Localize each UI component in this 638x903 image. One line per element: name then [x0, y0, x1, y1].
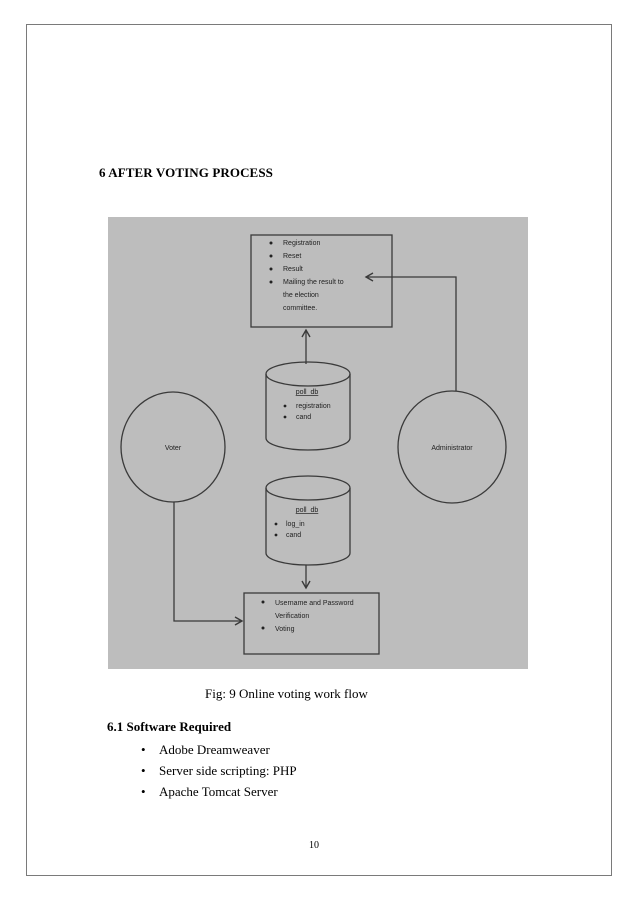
db-title: poll_db — [296, 507, 319, 514]
administrator-label: Administrator — [431, 445, 473, 452]
list-item: • Server side scripting: PHP — [141, 760, 297, 781]
top-box-line: Reset — [283, 253, 301, 260]
figure-background — [108, 217, 528, 669]
bullet-icon — [269, 280, 273, 284]
poll-db-top-cylinder — [265, 361, 351, 451]
voter-label: Voter — [165, 445, 182, 452]
bullet-icon: • — [141, 742, 146, 757]
voter-to-verification-arrow — [173, 502, 244, 626]
db-item: log_in — [286, 521, 305, 528]
subsection-title: 6.1 Software Required — [107, 719, 232, 734]
page-number: 10 — [309, 840, 319, 851]
bullet-icon — [261, 600, 265, 604]
top-box-line: Registration — [283, 240, 320, 247]
bullet-icon — [274, 522, 278, 526]
list-item: • Adobe Dreamweaver — [141, 739, 297, 760]
bullet-icon: • — [141, 763, 146, 778]
bullet-icon — [261, 626, 265, 630]
top-box-line: Result — [283, 266, 303, 273]
bullet-icon — [283, 415, 287, 419]
list-item-text: Server side scripting: PHP — [159, 763, 297, 778]
top-box-line: the election — [283, 292, 319, 299]
bullet-icon — [269, 267, 273, 271]
poll-db-bottom-cylinder — [265, 475, 351, 566]
db-item: cand — [296, 414, 311, 421]
db-item: cand — [286, 532, 301, 539]
figure-caption: Fig: 9 Online voting work flow — [205, 686, 368, 701]
db-item: registration — [296, 403, 331, 410]
bullet-icon — [283, 404, 287, 408]
bullet-icon: • — [141, 784, 146, 799]
admin-functions-box — [250, 234, 393, 328]
db-title: poll_db — [296, 389, 319, 396]
admin-to-functions-arrow — [364, 272, 457, 391]
bottom-box-line: Voting — [275, 626, 295, 633]
list-item-text: Apache Tomcat Server — [159, 784, 278, 799]
bullet-icon — [269, 254, 273, 258]
voter-node — [120, 391, 226, 503]
software-list: • Adobe Dreamweaver • Server side scriptin… — [141, 739, 297, 802]
bullet-icon — [269, 241, 273, 245]
bottom-box-line: Username and Password — [275, 600, 354, 607]
top-box-line: committee. — [283, 305, 317, 312]
list-item: • Apache Tomcat Server — [141, 781, 297, 802]
workflow-diagram: Registration Reset Result Mailing the re… — [108, 217, 528, 669]
bullet-icon — [274, 533, 278, 537]
top-box-line: Mailing the result to — [283, 279, 344, 286]
list-item-text: Adobe Dreamweaver — [159, 742, 270, 757]
section-heading: 6 AFTER VOTING PROCESS — [99, 165, 273, 180]
administrator-node — [397, 390, 507, 504]
verification-box — [243, 592, 380, 655]
bottom-box-line: Verification — [275, 613, 309, 620]
workflow-figure: Registration Reset Result Mailing the re… — [108, 217, 528, 669]
page-border — [26, 24, 612, 876]
